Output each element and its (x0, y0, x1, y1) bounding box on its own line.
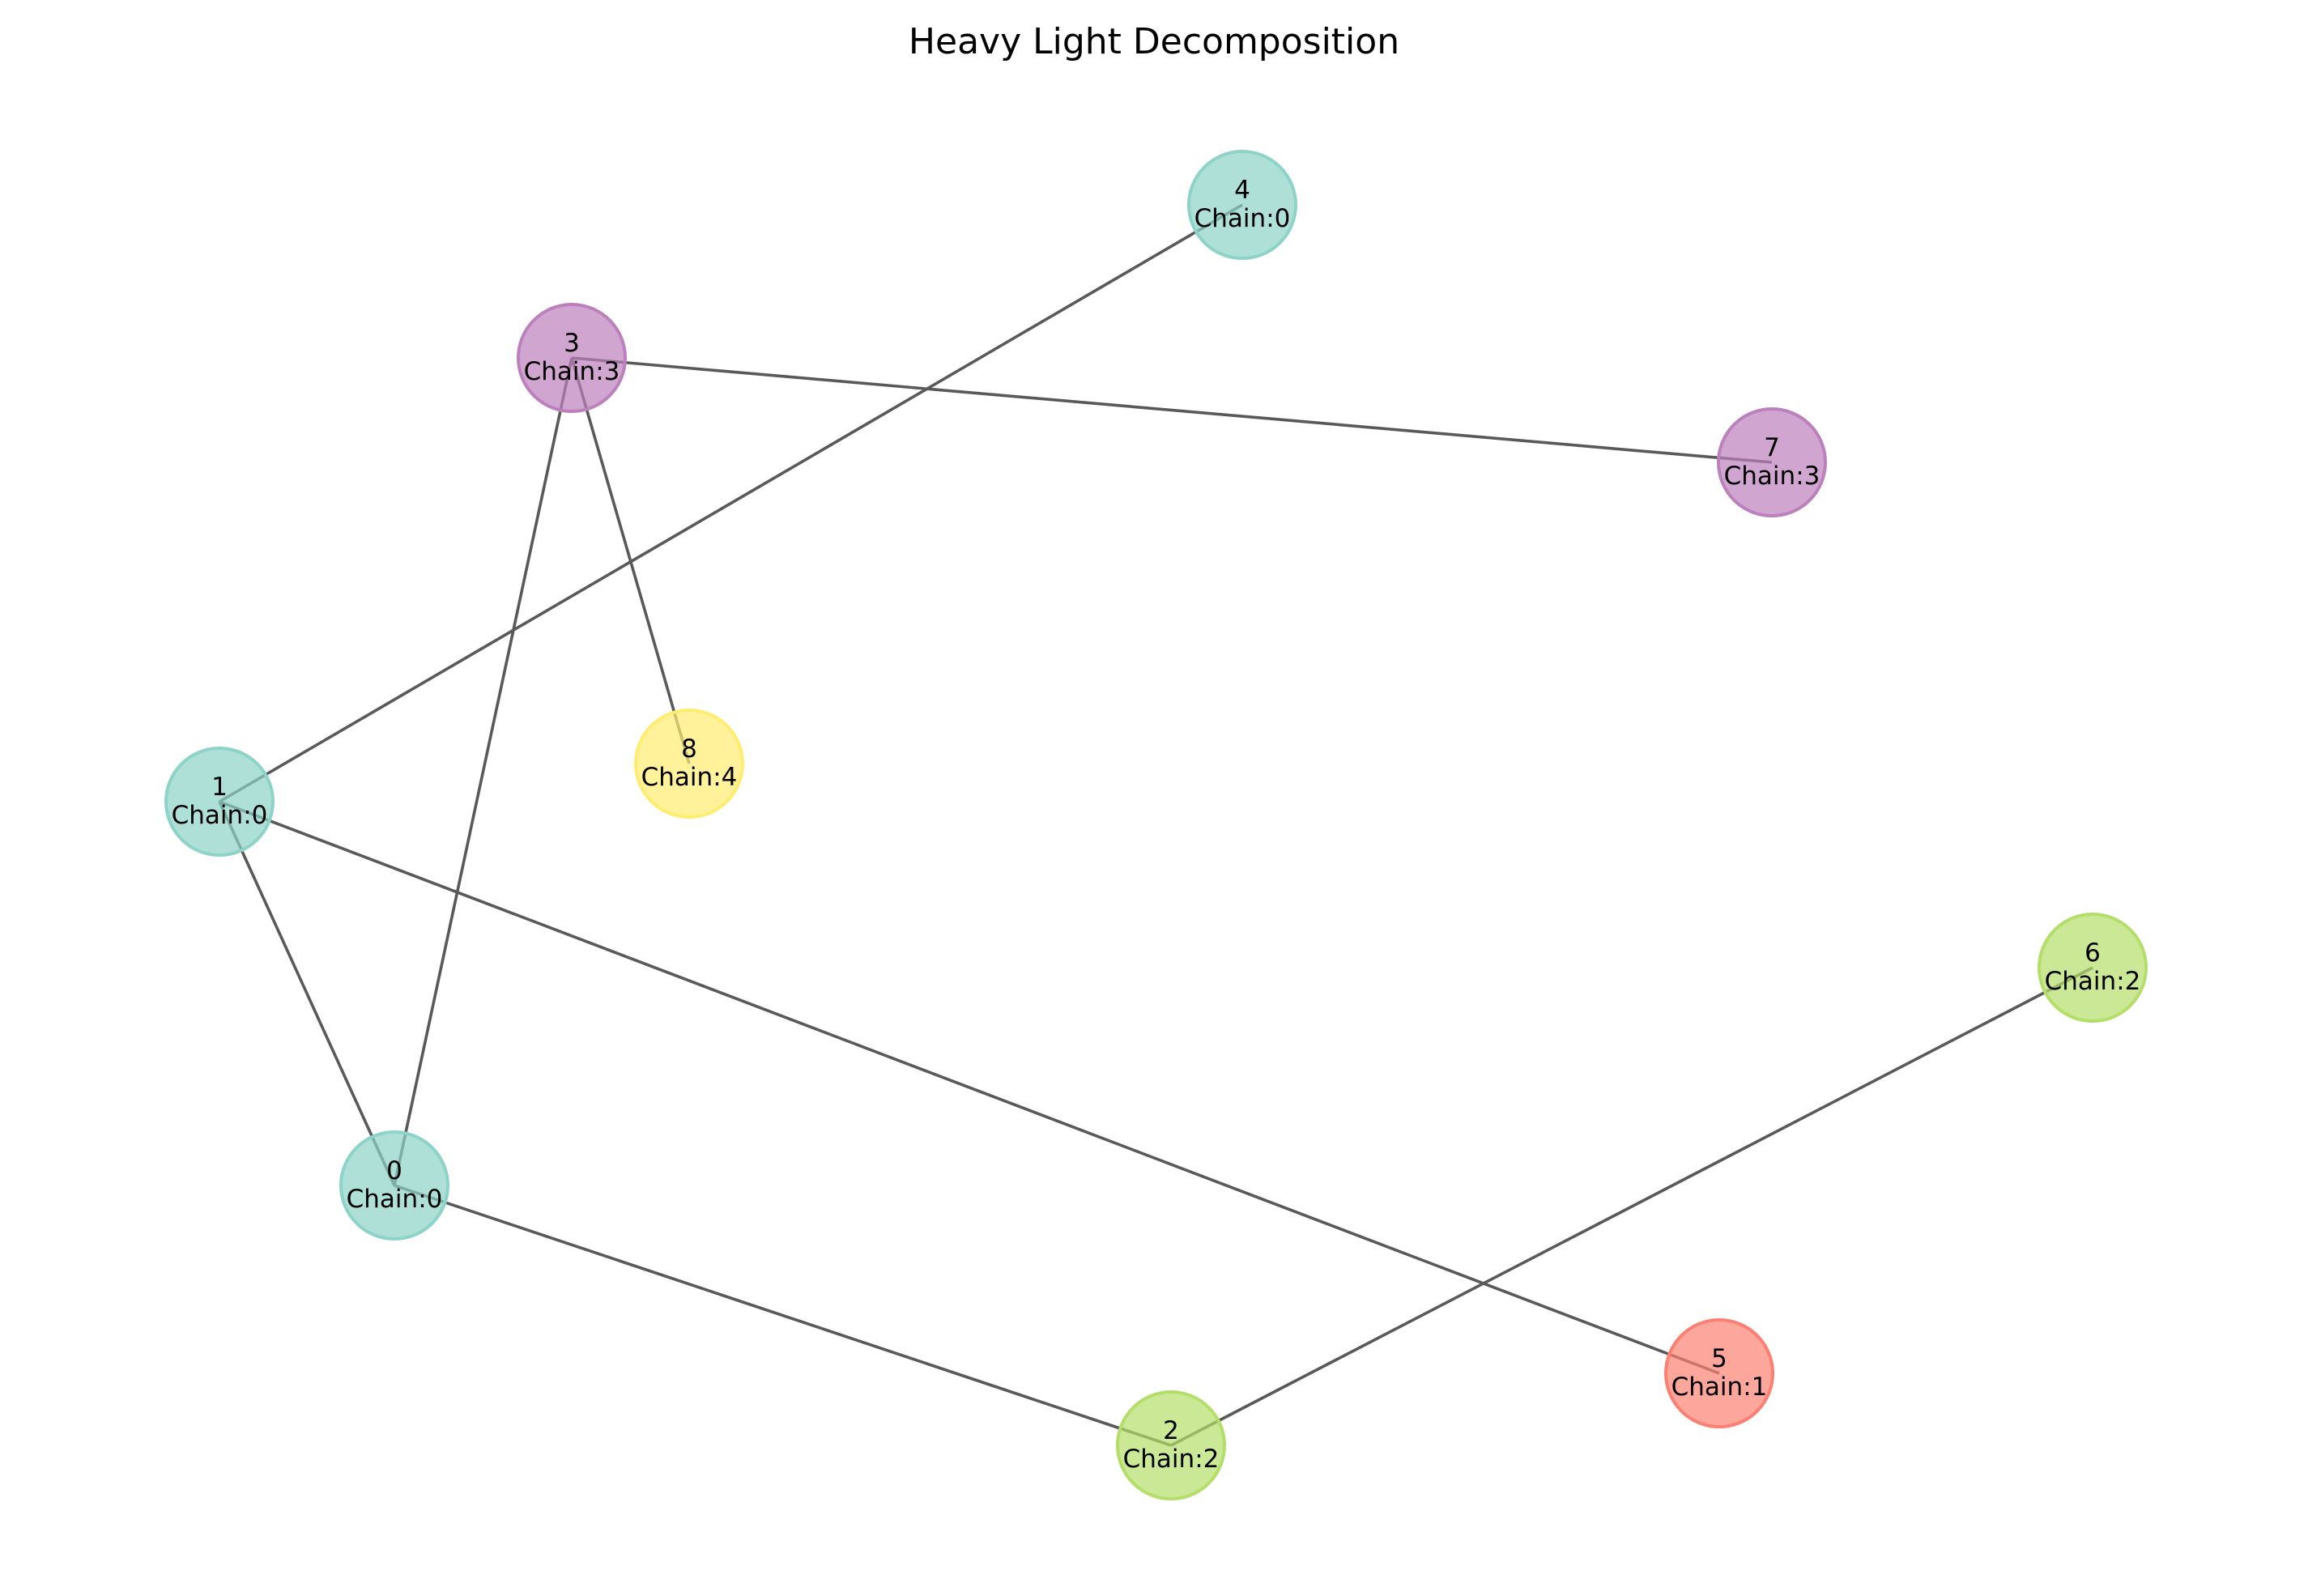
node-chain-label: Chain:2 (1123, 1445, 1220, 1474)
node-id-label: 7 (1764, 433, 1780, 462)
node-id-label: 0 (386, 1156, 402, 1185)
node-chain-label: Chain:3 (1724, 462, 1820, 491)
node-id-label: 5 (1711, 1344, 1727, 1373)
node-circle-5 (1664, 1318, 1774, 1428)
edges-layer (218, 203, 2093, 1447)
edge-3-8 (570, 357, 691, 764)
node-chain-label: Chain:2 (2045, 967, 2141, 996)
node-circle-2 (1116, 1390, 1226, 1500)
node-chain-label: Chain:0 (347, 1185, 443, 1214)
nodes-layer: 0Chain:01Chain:02Chain:23Chain:34Chain:0… (164, 150, 2148, 1500)
node-chain-label: Chain:0 (172, 801, 268, 830)
diagram-title: Heavy Light Decomposition (909, 21, 1399, 62)
node-circle-4 (1187, 150, 1297, 260)
node-chain-label: Chain:0 (1194, 204, 1291, 233)
node-circle-0 (339, 1130, 449, 1241)
node-circle-6 (2038, 913, 2148, 1023)
node-circle-3 (517, 303, 627, 413)
node-id-label: 4 (1234, 176, 1250, 205)
node-id-label: 1 (211, 772, 228, 802)
edge-1-5 (219, 800, 1720, 1375)
node-chain-label: Chain:4 (641, 763, 738, 792)
node-id-label: 2 (1163, 1416, 1179, 1445)
node-chain-label: Chain:3 (524, 357, 620, 386)
edge-0-3 (393, 357, 573, 1186)
edge-2-6 (1170, 966, 2093, 1447)
node-chain-label: Chain:1 (1671, 1373, 1768, 1402)
node-id-label: 8 (681, 734, 697, 764)
node-circle-8 (634, 709, 744, 819)
node-id-label: 6 (2084, 938, 2101, 968)
node-circle-1 (164, 747, 275, 857)
edge-1-4 (219, 203, 1243, 803)
edge-0-1 (218, 801, 396, 1186)
node-circle-7 (1717, 407, 1827, 517)
edge-3-7 (571, 356, 1773, 464)
edge-0-2 (394, 1184, 1172, 1447)
node-id-label: 3 (564, 329, 580, 358)
